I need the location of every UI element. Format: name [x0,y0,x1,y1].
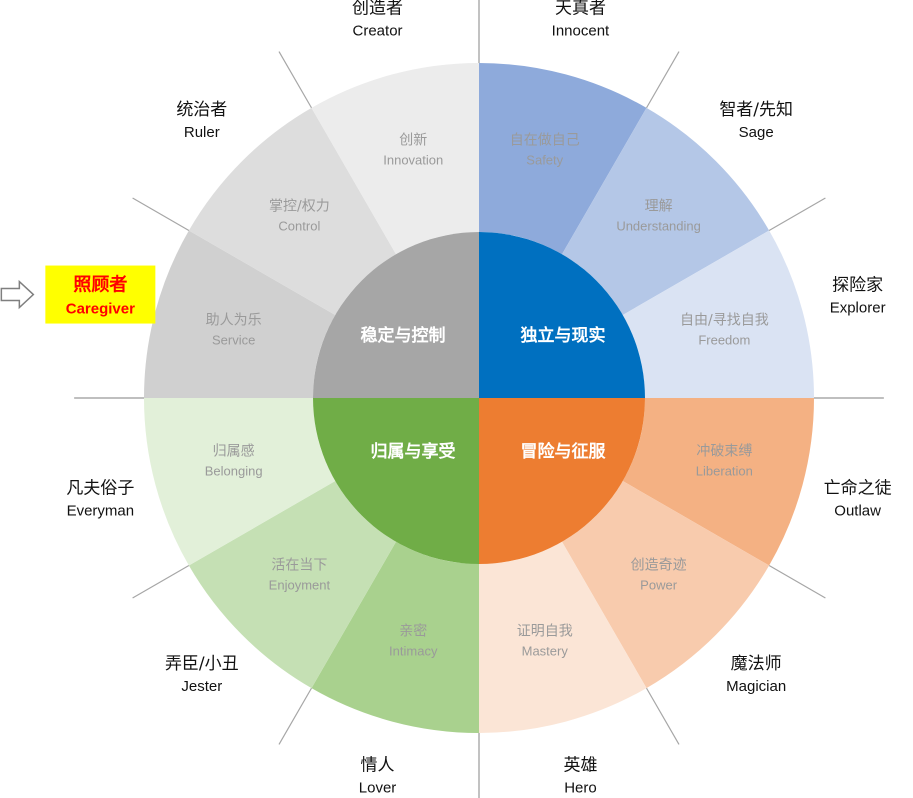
value-label-everyman: 归属感 [213,443,255,460]
separator-line [132,197,190,232]
segment-outlaw [622,398,814,566]
separator-line [645,687,680,745]
archetype-label-jester: 弄臣/小丑 [165,654,239,674]
separator-line [645,51,680,109]
archetype-label-everyman: 凡夫俗子 [66,478,134,498]
separator-line [278,687,313,745]
value-label-outlaw: 冲破束缚 [696,443,752,460]
segment-lover [311,541,479,733]
core-quadrant-belonging [313,398,479,564]
value-label-en-sage: Understanding [616,218,701,233]
value-label-en-lover: Intimacy [389,643,438,658]
separator-line [278,51,313,109]
archetype-label-en-explorer: Explorer [830,300,886,317]
pointer [0,279,35,310]
value-label-en-ruler: Control [278,218,320,233]
archetype-label-caregiver: 照顾者 [73,275,127,296]
segment-sage [562,107,770,315]
value-label-innocent: 自在做自己 [510,133,580,149]
archetype-label-hero: 英雄 [563,756,597,776]
archetype-label-magician: 魔法师 [731,654,782,674]
value-label-en-everyman: Belonging [205,464,263,479]
archetype-label-en-lover: Lover [359,780,397,797]
separator-line [768,564,826,599]
value-label-en-jester: Enjoyment [269,578,331,593]
segment-jester [188,481,396,689]
value-label-en-caregiver: Service [212,332,255,347]
segment-ruler [188,107,396,315]
value-label-caregiver: 助人为乐 [206,312,262,328]
value-label-en-innocent: Safety [526,153,563,168]
archetype-label-en-hero: Hero [564,780,597,797]
outer-ring-segments [144,63,814,733]
core-quadrant-stability [313,232,479,398]
separator-lines [74,0,884,798]
value-label-hero: 证明自我 [517,623,573,639]
segment-magician [562,481,770,689]
value-label-ruler: 掌控/权力 [269,198,330,214]
segment-creator [311,63,479,255]
archetype-label-en-creator: Creator [353,22,403,39]
archetype-label-innocent: 天真者 [555,0,606,18]
archetype-label-en-ruler: Ruler [184,124,220,141]
archetype-label-en-magician: Magician [726,678,786,695]
archetype-label-en-caregiver: Caregiver [66,301,135,318]
value-label-en-hero: Mastery [522,643,569,658]
archetype-label-ruler: 统治者 [176,100,227,120]
archetype-label-en-sage: Sage [739,124,774,141]
archetype-label-sage: 智者/先知 [719,100,793,120]
archetype-label-en-everyman: Everyman [67,502,135,519]
segment-innocent [479,63,647,255]
core-label-belonging: 归属与享受 [371,441,456,462]
core-label-independence: 独立与现实 [521,325,606,346]
segment-hero [479,541,647,733]
archetype-label-explorer: 探险家 [832,276,883,296]
archetype-label-creator: 创造者 [352,0,403,18]
value-label-explorer: 自由/寻找自我 [680,312,769,328]
core-label-mastery: 冒险与征服 [521,441,607,462]
value-label-en-explorer: Freedom [698,332,750,347]
separator-line [132,564,190,599]
archetype-label-outlaw: 亡命之徒 [824,478,892,498]
core-quadrant-independence [479,232,645,398]
core-circle [313,232,645,564]
value-label-lover: 亲密 [399,622,427,639]
segment-explorer [622,230,814,398]
core-label-stability: 稳定与控制 [361,325,446,346]
separator-line [768,197,826,232]
value-label-creator: 创新 [399,133,427,149]
archetype-label-en-jester: Jester [181,678,222,695]
value-label-en-creator: Innovation [383,153,443,168]
archetype-label-en-innocent: Innocent [552,22,610,39]
segment-caregiver [144,230,336,398]
value-label-magician: 创造奇迹 [631,557,687,574]
core-quadrant-mastery [479,398,645,564]
value-label-en-magician: Power [640,578,678,593]
archetype-label-en-outlaw: Outlaw [834,502,881,519]
value-label-en-outlaw: Liberation [696,464,753,479]
arrow-right-icon [0,279,35,310]
archetype-label-lover: 情人 [361,756,395,776]
highlight-box [45,265,156,324]
segment-everyman [144,398,336,566]
value-label-sage: 理解 [645,198,673,214]
value-label-jester: 活在当下 [271,558,327,574]
